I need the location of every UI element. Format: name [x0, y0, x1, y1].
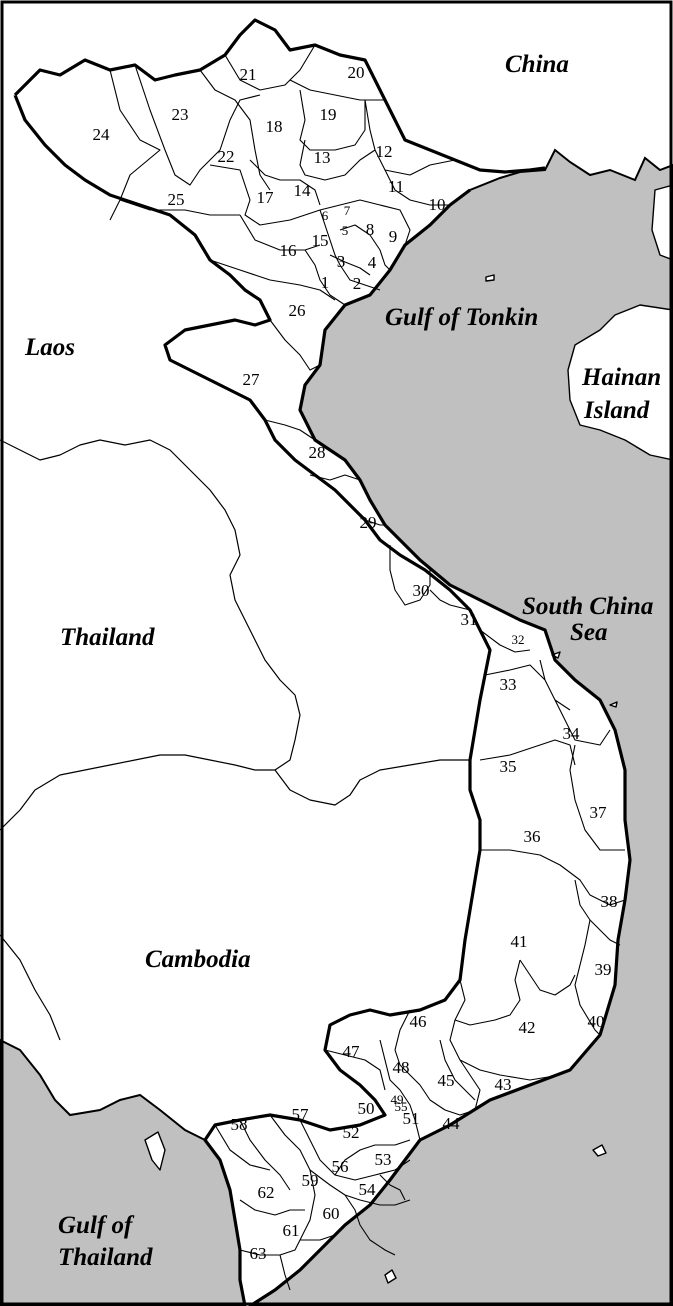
province-label-39: 39 [595, 960, 612, 979]
province-label-12: 12 [376, 142, 393, 161]
border-cambodia-south [0, 934, 61, 1041]
province-label-17: 17 [257, 188, 275, 207]
label-cambodia: Cambodia [145, 946, 251, 973]
province-label-18: 18 [266, 117, 283, 136]
province-label-36: 36 [524, 827, 541, 846]
label-china: China [505, 51, 569, 78]
province-label-43: 43 [495, 1075, 512, 1094]
province-label-33: 33 [500, 675, 517, 694]
province-label-57: 57 [292, 1105, 310, 1124]
province-label-2: 2 [353, 274, 362, 293]
province-label-3: 3 [337, 252, 346, 271]
province-label-61: 61 [283, 1221, 300, 1240]
province-label-54: 54 [359, 1180, 377, 1199]
province-label-9: 9 [389, 227, 398, 246]
label-south-china-sea-1: South China [522, 593, 653, 620]
province-label-5: 5 [342, 223, 349, 238]
island-south [384, 1269, 397, 1284]
province-label-31: 31 [461, 610, 478, 629]
province-label-41: 41 [511, 932, 528, 951]
province-label-53: 53 [375, 1150, 392, 1169]
province-label-44: 44 [443, 1114, 461, 1133]
province-label-15: 15 [312, 231, 329, 250]
province-label-49: 49 [391, 1092, 404, 1107]
province-label-10: 10 [429, 195, 446, 214]
label-gulf-of-thailand-1: Gulf of [58, 1212, 135, 1239]
province-label-19: 19 [320, 105, 337, 124]
hainan-island [567, 304, 673, 461]
province-label-48: 48 [393, 1058, 410, 1077]
island-scs-2 [609, 701, 618, 708]
province-label-27: 27 [243, 370, 261, 389]
province-label-16: 16 [280, 241, 297, 260]
province-label-60: 60 [323, 1204, 340, 1223]
province-label-38: 38 [601, 892, 618, 911]
island-con-dao [592, 1144, 607, 1157]
province-label-13: 13 [314, 148, 331, 167]
province-boundaries [109, 44, 626, 1291]
province-label-4: 4 [368, 253, 377, 272]
label-gulf-of-tonkin: Gulf of Tonkin [385, 304, 538, 331]
province-label-58: 58 [231, 1115, 248, 1134]
province-label-34: 34 [563, 724, 581, 743]
province-label-50: 50 [358, 1099, 375, 1118]
province-label-8: 8 [366, 220, 375, 239]
province-label-26: 26 [289, 301, 306, 320]
province-label-47: 47 [343, 1042, 361, 1061]
province-label-28: 28 [309, 443, 326, 462]
province-label-59: 59 [302, 1171, 319, 1190]
border-thailand-cambodia [0, 754, 470, 831]
province-label-14: 14 [294, 181, 312, 200]
province-label-46: 46 [410, 1012, 427, 1031]
label-thailand: Thailand [60, 624, 155, 651]
border-laos-thailand [0, 439, 301, 771]
province-label-42: 42 [519, 1018, 536, 1037]
province-label-55: 55 [395, 1099, 408, 1114]
province-label-6: 6 [322, 208, 329, 223]
province-label-20: 20 [348, 63, 365, 82]
island-phu-quoc [144, 1131, 166, 1171]
province-label-25: 25 [168, 190, 185, 209]
province-label-35: 35 [500, 757, 517, 776]
label-gulf-of-thailand-2: Thailand [58, 1244, 153, 1271]
province-label-32: 32 [512, 632, 525, 647]
province-label-30: 30 [413, 581, 430, 600]
province-label-51: 51 [403, 1109, 420, 1128]
province-label-23: 23 [172, 105, 189, 124]
province-label-37: 37 [590, 803, 608, 822]
province-label-22: 22 [218, 147, 235, 166]
province-numbers: 1 2 3 4 5 6 7 8 9 10 11 12 13 14 15 16 1… [93, 63, 618, 1263]
province-label-56: 56 [332, 1157, 349, 1176]
province-label-21: 21 [240, 65, 257, 84]
label-hainan-1: Hainan [581, 364, 661, 391]
province-label-52: 52 [343, 1123, 360, 1142]
province-label-24: 24 [93, 125, 111, 144]
province-label-11: 11 [388, 177, 404, 196]
province-label-7: 7 [344, 203, 351, 218]
province-label-62: 62 [258, 1183, 275, 1202]
province-label-45: 45 [438, 1071, 455, 1090]
province-label-1: 1 [321, 273, 330, 292]
label-south-china-sea-2: Sea [570, 619, 608, 646]
province-label-40: 40 [588, 1012, 605, 1031]
province-label-63: 63 [250, 1244, 267, 1263]
label-hainan-2: Island [583, 397, 650, 424]
island-tonkin [485, 274, 495, 282]
province-label-29: 29 [360, 513, 377, 532]
label-laos: Laos [24, 334, 75, 361]
